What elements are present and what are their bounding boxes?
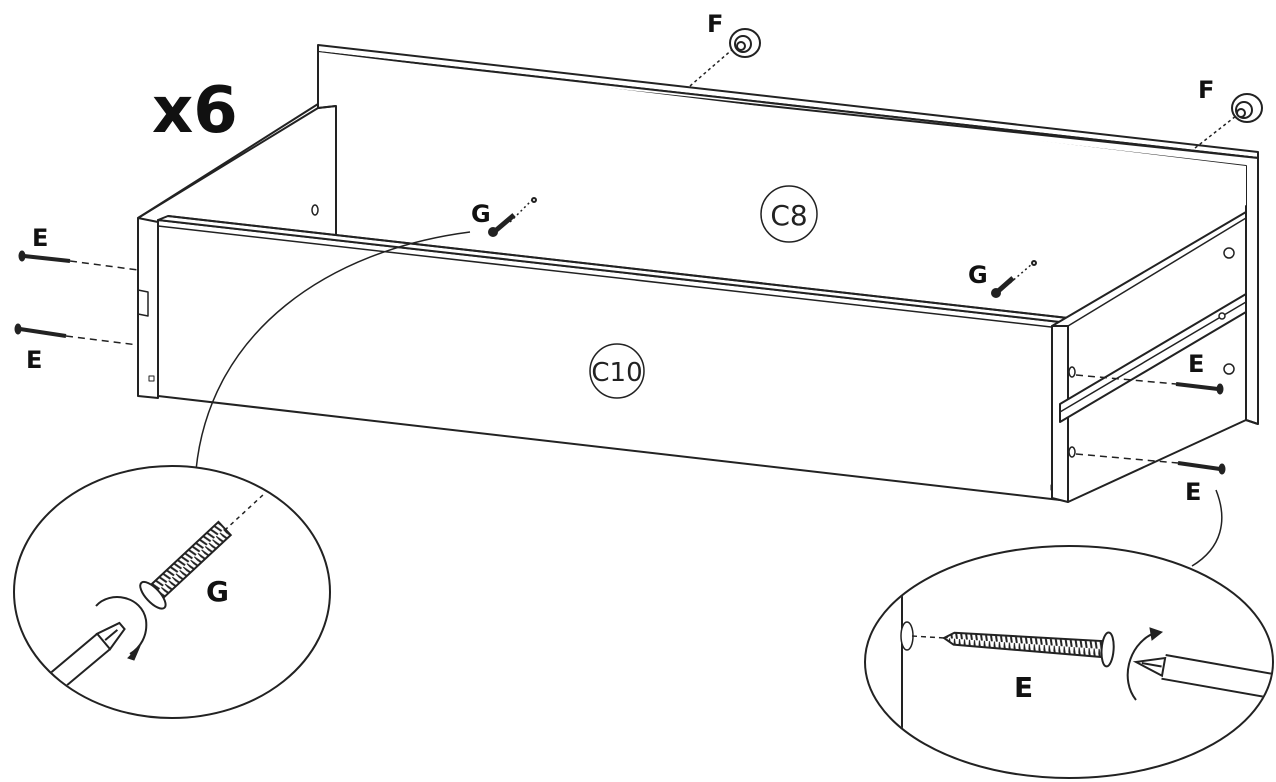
right-side-panel: [1051, 211, 1247, 503]
leader-line-g: [195, 231, 471, 471]
label-e-left-top: E: [32, 224, 48, 252]
label-f-right: F: [1198, 76, 1214, 104]
dowel-screw-right: [991, 260, 1037, 298]
detail-bubble-e: E: [864, 545, 1274, 779]
svg-text:C10: C10: [591, 358, 642, 388]
label-g-right: G: [968, 261, 988, 289]
screw-e-left-bottom: [14, 323, 139, 346]
label-g-left: G: [471, 200, 491, 228]
label-e-right-top: E: [1188, 350, 1204, 378]
cam-fitting-right: [1194, 93, 1263, 149]
label-e-left-bottom: E: [26, 346, 42, 374]
svg-text:C8: C8: [770, 199, 807, 232]
quantity-label: x6: [152, 74, 238, 148]
detail-bubble-g: G: [13, 465, 331, 719]
tag-c10: C10: [589, 343, 645, 399]
label-e-right-bottom: E: [1185, 478, 1201, 506]
cam-fitting-top: [689, 28, 761, 87]
leader-line-e: [1191, 489, 1223, 567]
screw-e-left-top: [18, 250, 139, 271]
label-g-detail: G: [206, 575, 229, 608]
left-side-panel: [137, 103, 337, 399]
label-f-top: F: [707, 10, 723, 38]
tag-c8: C8: [760, 185, 818, 243]
back-panel-c8: [317, 44, 1259, 425]
screw-e-right-bottom: [1075, 453, 1226, 475]
dowel-screw-left: [488, 197, 537, 237]
screw-e-right-top: [1075, 374, 1224, 395]
label-e-detail: E: [1014, 671, 1033, 704]
